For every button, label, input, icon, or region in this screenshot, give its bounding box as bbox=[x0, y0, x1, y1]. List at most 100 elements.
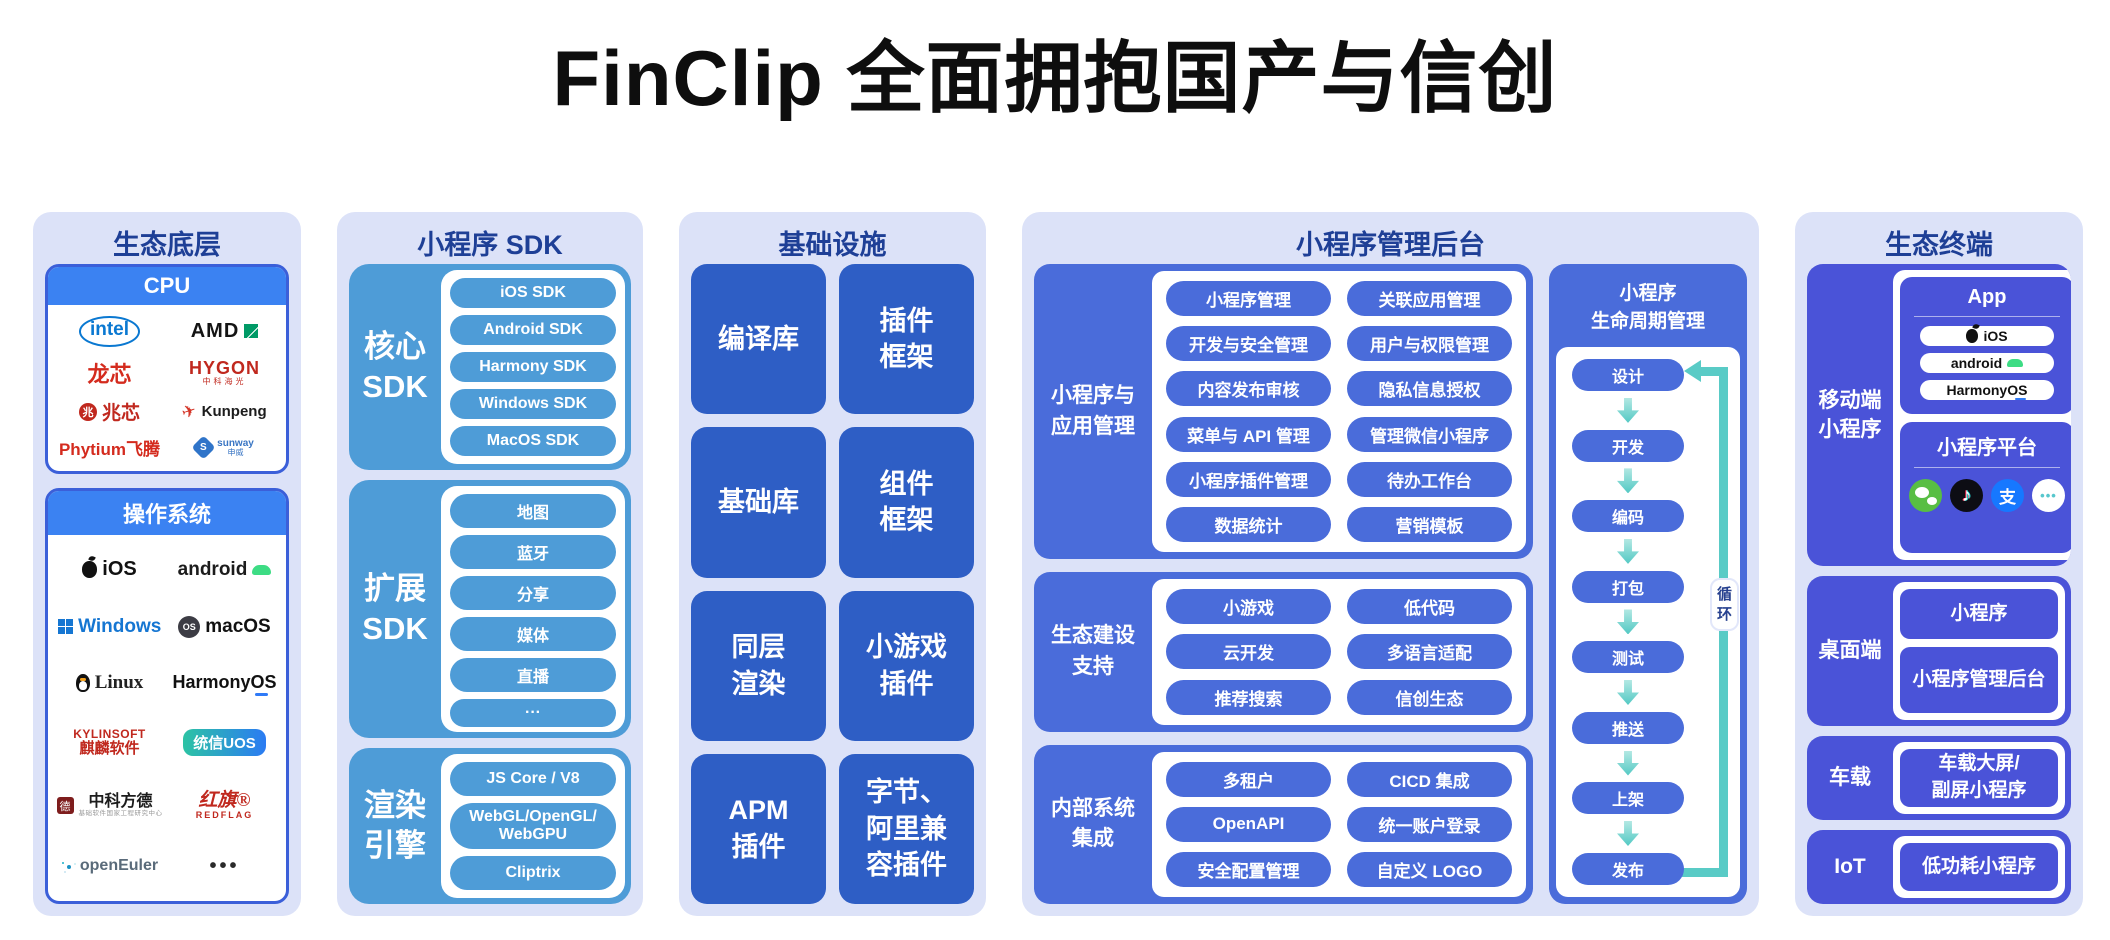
infra-tile: APM 插件 bbox=[691, 753, 826, 904]
admin-pill: 推荐搜索 bbox=[1166, 679, 1331, 715]
linux-logo: Linux bbox=[75, 672, 143, 694]
flow-arrow-down-icon bbox=[1617, 609, 1639, 635]
mobile-terminal-panel: App iOS android HarmonyOS 小程序平台 bbox=[1893, 270, 2071, 560]
app-platform-pill: HarmonyOS bbox=[1919, 380, 2055, 400]
mobile-terminal-block: 移动端 小程序 App iOS android HarmonyOS 小程序平台 bbox=[1807, 264, 2071, 566]
miniapp-platform-card: 小程序平台 ♪ 支 ••• bbox=[1900, 422, 2071, 553]
app-card-title: App bbox=[1967, 286, 2007, 308]
sdk-pill: 地图 bbox=[450, 494, 616, 528]
apple-icon bbox=[82, 561, 98, 579]
iot-terminal-panel: 低功耗小程序 bbox=[1893, 836, 2065, 898]
sunway-logo: S sunway 申威 bbox=[191, 435, 254, 460]
kylinsoft-logo: KYLINSOFT 麒麟软件 bbox=[73, 727, 146, 757]
ios-logo: iOS bbox=[82, 558, 137, 581]
lifecycle-step: 打包 bbox=[1572, 570, 1684, 603]
admin-left-stack: 小程序与 应用管理 小程序管理 关联应用管理 开发与安全管理 用户与权限管理 内… bbox=[1034, 264, 1533, 904]
admin-pill: 用户与权限管理 bbox=[1347, 326, 1512, 362]
iot-terminal-block: IoT 低功耗小程序 bbox=[1807, 830, 2071, 904]
admin-pill: 开发与安全管理 bbox=[1166, 326, 1331, 362]
desktop-tile: 小程序管理后台 bbox=[1900, 647, 2058, 713]
car-tile: 车载大屏/ 副屏小程序 bbox=[1900, 749, 2058, 807]
car-terminal-panel: 车载大屏/ 副屏小程序 bbox=[1893, 742, 2065, 814]
loop-line-top bbox=[1700, 367, 1728, 377]
infra-tile: 字节、 阿里兼 容插件 bbox=[839, 753, 974, 904]
column-eco-base: 生态底层 CPU intel AMD 龙芯 HYGON 中科海光 兆 兆芯 ✈ … bbox=[33, 212, 301, 916]
app-management-block: 小程序与 应用管理 小程序管理 关联应用管理 开发与安全管理 用户与权限管理 内… bbox=[1034, 264, 1533, 560]
desktop-tile: 小程序 bbox=[1900, 589, 2058, 640]
infra-header: 基础设施 bbox=[778, 229, 887, 260]
apple-icon bbox=[1966, 329, 1979, 343]
sunway-diamond-icon: S bbox=[191, 435, 216, 460]
admin-pill: 数据统计 bbox=[1166, 507, 1331, 543]
sdk-pill: Cliptrix bbox=[450, 856, 616, 890]
desktop-terminal-panel: 小程序 小程序管理后台 bbox=[1893, 582, 2065, 720]
alipay-icon: 支 bbox=[1991, 479, 2024, 512]
column-miniapp-sdk: 小程序 SDK 核心 SDK iOS SDK Android SDK Harmo… bbox=[337, 212, 643, 916]
sdk-pill: Android SDK bbox=[450, 315, 616, 345]
android-robot-icon bbox=[2007, 359, 2024, 367]
sdk-pill: WebGL/OpenGL/ WebGPU bbox=[450, 803, 616, 849]
render-engine-label: 渲染 引擎 bbox=[364, 787, 426, 863]
admin-pill: 小程序管理 bbox=[1166, 281, 1331, 316]
zhaoxin-badge-icon: 兆 bbox=[78, 402, 97, 421]
infra-tile: 组件 框架 bbox=[839, 427, 974, 578]
app-management-panel: 小程序管理 关联应用管理 开发与安全管理 用户与权限管理 内容发布审核 隐私信息… bbox=[1152, 271, 1526, 553]
tux-penguin-icon bbox=[75, 673, 90, 692]
douyin-icon: ♪ bbox=[1950, 479, 1983, 512]
loop-arrowhead-icon bbox=[1684, 360, 1701, 383]
core-sdk-panel: iOS SDK Android SDK Harmony SDK Windows … bbox=[441, 270, 625, 464]
lifecycle-step: 上架 bbox=[1572, 782, 1684, 815]
sdk-pill: ··· bbox=[450, 699, 616, 727]
intel-logo: intel bbox=[78, 315, 141, 347]
admin-pill: 管理微信小程序 bbox=[1347, 416, 1512, 452]
sdk-pill: 媒体 bbox=[450, 617, 616, 651]
os-logo-grid: iOS android Windows OS macOS Linux Harmo… bbox=[48, 535, 286, 901]
iot-terminal-label: IoT bbox=[1834, 855, 1866, 879]
admin-pill: CICD 集成 bbox=[1347, 761, 1512, 797]
column-infrastructure: 基础设施 编译库 插件 框架 基础库 组件 框架 同层 渲染 小游戏 插件 AP… bbox=[679, 212, 986, 916]
platform-icon-row: ♪ 支 ••• bbox=[1909, 479, 2065, 512]
more-os-ellipsis: ••• bbox=[209, 854, 240, 877]
render-engine-panel: JS Core / V8 WebGL/OpenGL/ WebGPU Cliptr… bbox=[441, 754, 625, 898]
terminals-header: 生态终端 bbox=[1885, 229, 1993, 260]
app-management-label: 小程序与 应用管理 bbox=[1051, 384, 1135, 438]
sdk-pill: iOS SDK bbox=[450, 278, 616, 308]
uos-logo: 统信UOS bbox=[183, 728, 266, 756]
sdk-pill: MacOS SDK bbox=[450, 426, 616, 456]
car-terminal-label: 车载 bbox=[1829, 766, 1871, 790]
flow-arrow-down-icon bbox=[1617, 397, 1639, 423]
lifecycle-step: 推送 bbox=[1572, 711, 1684, 744]
flow-arrow-down-icon bbox=[1617, 750, 1639, 776]
infra-tile: 基础库 bbox=[691, 427, 826, 578]
infra-tile: 插件 框架 bbox=[839, 264, 974, 415]
column-eco-terminals: 生态终端 移动端 小程序 App iOS android HarmonyOS bbox=[1795, 212, 2083, 916]
sdk-pill: JS Core / V8 bbox=[450, 762, 616, 796]
infra-tile: 小游戏 插件 bbox=[839, 590, 974, 741]
car-terminal-block: 车载 车载大屏/ 副屏小程序 bbox=[1807, 736, 2071, 820]
wechat-icon bbox=[1909, 479, 1942, 512]
redflag-logo: 红旗® REDFLAG bbox=[195, 790, 254, 820]
admin-pill: 关联应用管理 bbox=[1347, 281, 1512, 316]
render-engine-block: 渲染 引擎 JS Core / V8 WebGL/OpenGL/ WebGPU … bbox=[349, 748, 631, 904]
openeuler-dots-icon bbox=[61, 860, 75, 872]
eco-support-panel: 小游戏 低代码 云开发 多语言适配 推荐搜索 信创生态 bbox=[1152, 579, 1526, 725]
ext-sdk-block: 扩展 SDK 地图 蓝牙 分享 媒体 直播 ··· bbox=[349, 480, 631, 738]
mobile-terminal-label: 移动端 小程序 bbox=[1818, 388, 1882, 441]
flow-arrow-down-icon bbox=[1617, 821, 1639, 847]
infra-tile: 同层 渲染 bbox=[691, 590, 826, 741]
flow-arrow-down-icon bbox=[1617, 679, 1639, 705]
admin-pill: 安全配置管理 bbox=[1166, 851, 1331, 887]
app-platform-pill: android bbox=[1919, 353, 2055, 373]
kunpeng-wing-icon: ✈ bbox=[179, 400, 200, 423]
kunpeng-logo: ✈ Kunpeng bbox=[179, 400, 267, 423]
desktop-terminal-label: 桌面端 bbox=[1818, 639, 1882, 663]
iot-tile: 低功耗小程序 bbox=[1900, 843, 2058, 891]
sdk-header: 小程序 SDK bbox=[417, 229, 563, 260]
amd-logo: AMD bbox=[191, 320, 259, 343]
windows-logo: Windows bbox=[57, 616, 161, 638]
integration-block: 内部系统 集成 多租户 CICD 集成 OpenAPI 统一账户登录 安全配置管… bbox=[1034, 744, 1533, 904]
lifecycle-step: 编码 bbox=[1572, 500, 1684, 533]
app-card: App iOS android HarmonyOS bbox=[1900, 277, 2071, 414]
lifecycle-header: 小程序 生命周期管理 bbox=[1590, 283, 1705, 332]
page-title: FinClip 全面拥抱国产与信创 bbox=[552, 34, 1558, 122]
